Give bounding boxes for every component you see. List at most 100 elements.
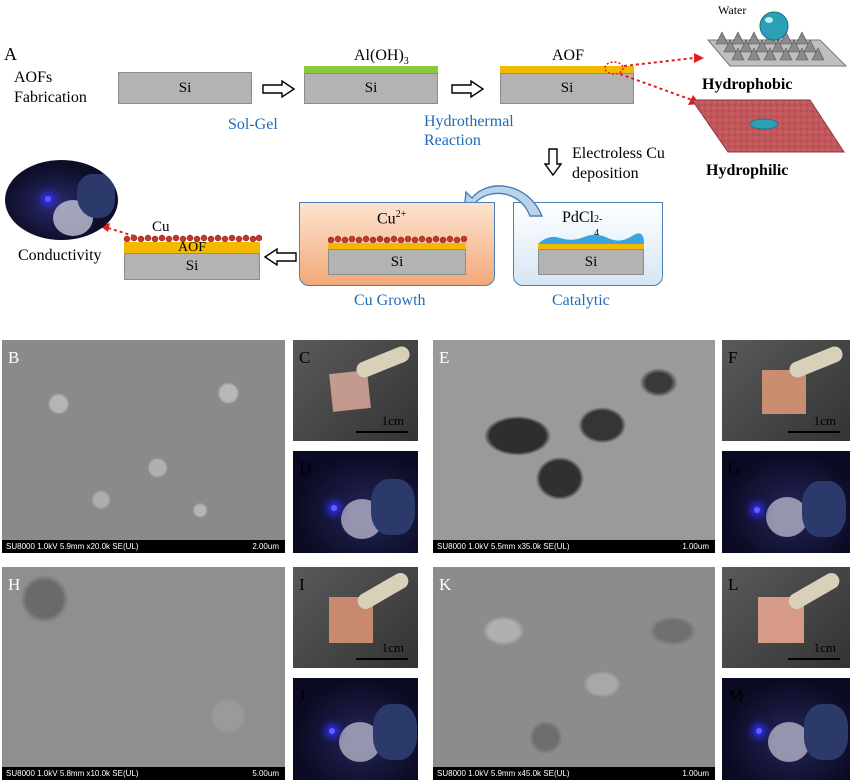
sem-scale: 1.00um xyxy=(682,769,709,778)
panel-label-b: B xyxy=(8,348,20,367)
pdcl-base: PdCl xyxy=(562,209,595,226)
fabrication-title-line2: Fabrication xyxy=(14,89,87,106)
photo-scale-bar xyxy=(788,431,840,433)
photo-l: L 1cm xyxy=(722,567,850,668)
si-label: Si xyxy=(364,80,378,96)
hollow-arrow-left-icon xyxy=(263,248,297,266)
panel-label-h: H xyxy=(8,575,21,594)
panel-label-l: L xyxy=(728,575,739,594)
cu-particle-layer xyxy=(327,235,468,244)
si-substrate-3: Si xyxy=(500,73,634,104)
electroless-label-line1: Electroless Cu xyxy=(572,145,665,162)
tweezer xyxy=(354,570,412,612)
gloved-hand xyxy=(804,704,848,760)
sem-info: SU8000 1.0kV 5.9mm x20.0k SE(UL) xyxy=(6,542,139,551)
panel-label-f: F xyxy=(728,348,738,367)
electroless-label-line2: deposition xyxy=(572,165,639,182)
si-substrate-catalytic: Si xyxy=(538,249,644,275)
conductivity-label: Conductivity xyxy=(18,247,102,264)
cu-layer-label: Cu xyxy=(152,219,170,235)
panel-label-d: D xyxy=(299,459,312,478)
hydrophilic-surface-illustration xyxy=(691,99,845,153)
panel-label-g: G xyxy=(728,459,741,478)
si-label: Si xyxy=(390,253,404,270)
si-substrate-1: Si xyxy=(118,72,252,104)
sem-info: SU8000 1.0kV 5.8mm x10.0k SE(UL) xyxy=(6,769,139,778)
photo-f: F 1cm xyxy=(722,340,850,441)
photo-scale-bar xyxy=(788,658,840,660)
cu2-sup: 2+ xyxy=(395,209,407,220)
aof-layer-cu-bath xyxy=(328,243,466,249)
photo-m: M xyxy=(722,678,850,780)
si-substrate-2: Si xyxy=(304,73,438,104)
sem-image-k: K SU8000 1.0kV 5.9mm x45.0k SE(UL) 1.00um xyxy=(433,567,715,780)
panel-label-e: E xyxy=(439,348,450,367)
cu-growth-label: Cu Growth xyxy=(354,292,426,309)
conductivity-photo xyxy=(5,160,118,240)
photo-c: C 1cm xyxy=(293,340,418,441)
aof-layer xyxy=(500,66,634,73)
panel-label-i: I xyxy=(299,575,305,594)
panel-label-k: K xyxy=(439,575,452,594)
led-glow xyxy=(756,728,762,734)
led-glow xyxy=(329,728,335,734)
tweezer xyxy=(354,344,412,380)
photo-scale-text: 1cm xyxy=(813,413,836,428)
hydrothermal-label-line1: Hydrothermal xyxy=(424,113,514,130)
aloh3-sub: 3 xyxy=(403,56,409,68)
aof-layer-catalytic xyxy=(538,244,644,249)
wafer xyxy=(766,497,808,537)
hydrophobic-surface-illustration xyxy=(706,11,848,67)
photo-scale-text: 1cm xyxy=(381,413,404,428)
hollow-arrow-icon xyxy=(262,80,296,98)
sem-info: SU8000 1.0kV 5.9mm x45.0k SE(UL) xyxy=(437,769,570,778)
photo-j: J xyxy=(293,678,418,780)
sem-image-e: E SU8000 1.0kV 5.5mm x35.0k SE(UL)1.00um xyxy=(433,340,715,553)
aloh3-base: Al(OH) xyxy=(354,47,404,64)
photo-scale-text: 1cm xyxy=(381,640,404,655)
hydrothermal-label-line2: Reaction xyxy=(424,132,481,149)
gloved-hand xyxy=(373,704,417,760)
si-substrate-final: Si xyxy=(124,253,260,280)
hydrophobic-label: Hydrophobic xyxy=(702,76,793,93)
led-glow xyxy=(754,507,760,513)
panel-label-c: C xyxy=(299,348,311,367)
aof-label-final: AOF xyxy=(177,239,206,255)
sem-image-b: B SU8000 1.0kV 5.9mm x20.0k SE(UL) 2.00um xyxy=(2,340,285,553)
gloved-hand xyxy=(802,481,846,537)
catalytic-label: Catalytic xyxy=(552,292,610,309)
si-label: Si xyxy=(584,253,598,270)
sem-info-bar: SU8000 1.0kV 5.5mm x35.0k SE(UL)1.00um xyxy=(433,540,715,553)
hydrophilic-label: Hydrophilic xyxy=(706,162,789,179)
gloved-hand xyxy=(77,174,115,218)
sem-scale: 5.00um xyxy=(252,769,279,778)
panel-label-m: M xyxy=(728,686,744,705)
led-glow xyxy=(331,505,337,511)
photo-i: I 1cm xyxy=(293,567,418,668)
pd-catalyst-layer xyxy=(538,233,644,244)
cu2-base: Cu xyxy=(377,210,396,228)
pdcl-sub: 4 xyxy=(594,228,600,239)
fabrication-title-line1: AOFs xyxy=(14,69,53,86)
sem-scale: 2.00um xyxy=(252,542,279,551)
si-substrate-cu-bath: Si xyxy=(328,249,466,275)
si-label: Si xyxy=(560,80,574,96)
pdcl-sup: 2- xyxy=(594,214,603,225)
sem-info-bar: SU8000 1.0kV 5.9mm x45.0k SE(UL) 1.00um xyxy=(433,767,715,780)
panel-label-j: J xyxy=(299,686,306,705)
photo-scale-bar xyxy=(356,431,408,433)
gloved-hand xyxy=(371,479,415,535)
hollow-arrow-icon xyxy=(451,80,485,98)
final-cu-layer xyxy=(123,234,262,243)
si-label: Si xyxy=(185,258,199,274)
panel-label-a: A xyxy=(4,44,17,64)
sol-gel-label: Sol-Gel xyxy=(228,116,278,133)
photo-g: G xyxy=(722,451,850,553)
aof-label-top: AOF xyxy=(552,47,585,64)
tweezer xyxy=(787,344,845,380)
sem-info: SU8000 1.0kV 5.5mm x35.0k SE(UL) xyxy=(437,542,570,551)
final-aof-layer: AOF xyxy=(124,239,260,255)
photo-d: D xyxy=(293,451,418,553)
photo-scale-text: 1cm xyxy=(813,640,836,655)
